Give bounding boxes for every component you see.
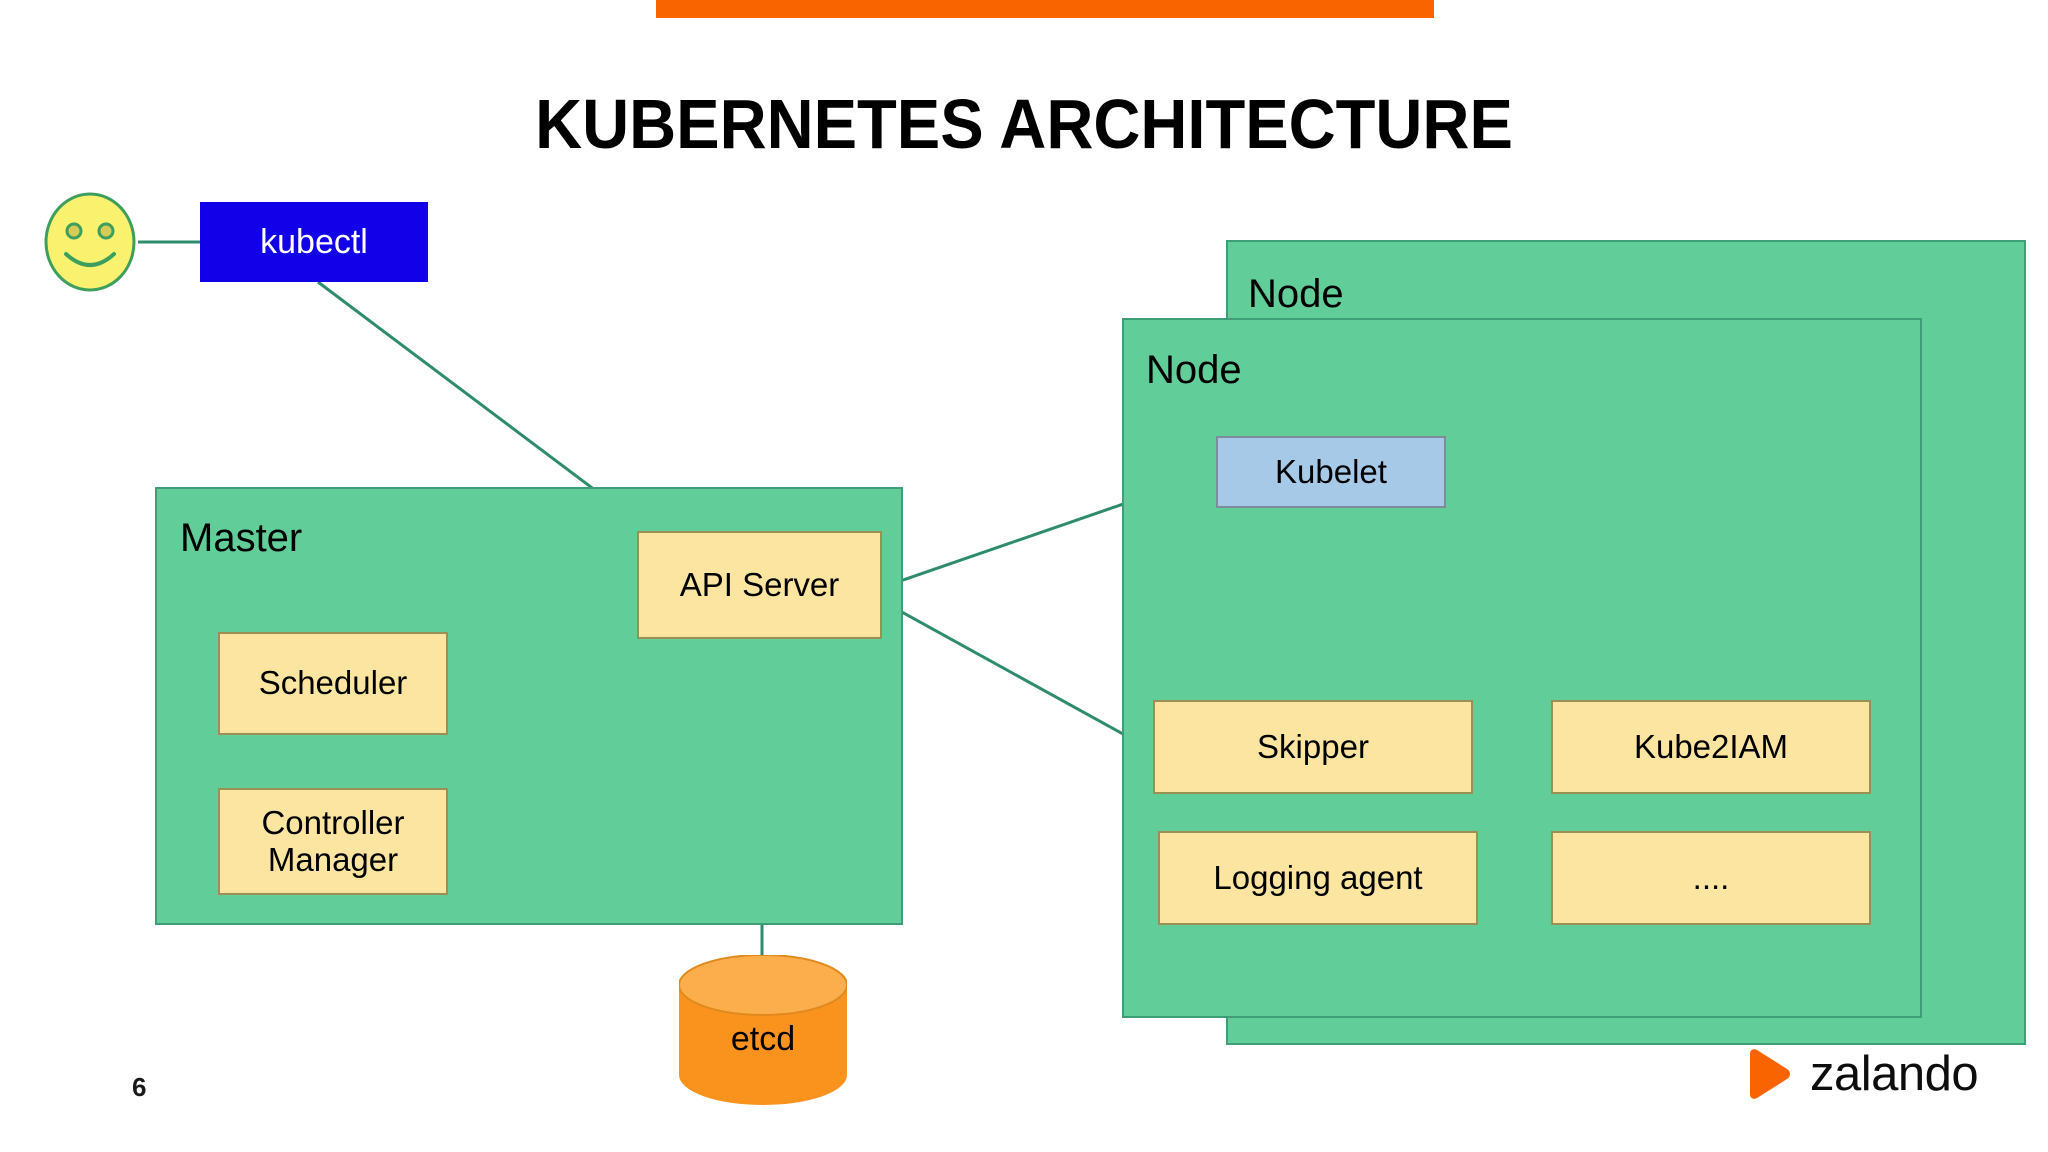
kube2iam-box[interactable]: Kube2IAM [1551, 700, 1871, 794]
controller-manager-box[interactable]: Controller Manager [218, 788, 448, 895]
api-server-box[interactable]: API Server [637, 531, 882, 639]
node-back-label: Node [1248, 272, 1344, 316]
page-number: 6 [132, 1072, 147, 1102]
master-label: Master [180, 516, 303, 560]
placeholder-addon-box[interactable]: .... [1551, 831, 1871, 925]
etcd-cylinder[interactable] [679, 955, 847, 1105]
brand-wordmark: zalando [1810, 1047, 1979, 1101]
kubectl-box[interactable]: kubectl [200, 202, 428, 282]
smiley-mouth [64, 252, 116, 267]
scheduler-box[interactable]: Scheduler [218, 632, 448, 735]
skipper-box[interactable]: Skipper [1153, 700, 1473, 794]
logging-agent-box[interactable]: Logging agent [1158, 831, 1478, 925]
node-front-label: Node [1146, 348, 1242, 392]
page-title: KUBERNETES ARCHITECTURE [535, 85, 1513, 163]
smiley-eye-right [97, 222, 115, 240]
smiley-eye-left [65, 222, 83, 240]
controller-manager-line2: Manager [267, 840, 399, 878]
controller-manager-line1: Controller [261, 803, 405, 841]
smiley-face-icon [44, 192, 136, 292]
play-triangle-icon [1750, 1049, 1790, 1099]
brand-logo: zalando [1740, 1046, 1979, 1102]
edge-api-server-to-skipper [879, 598, 1153, 752]
kubelet-box[interactable]: Kubelet [1216, 436, 1446, 508]
accent-bar [656, 0, 1434, 18]
